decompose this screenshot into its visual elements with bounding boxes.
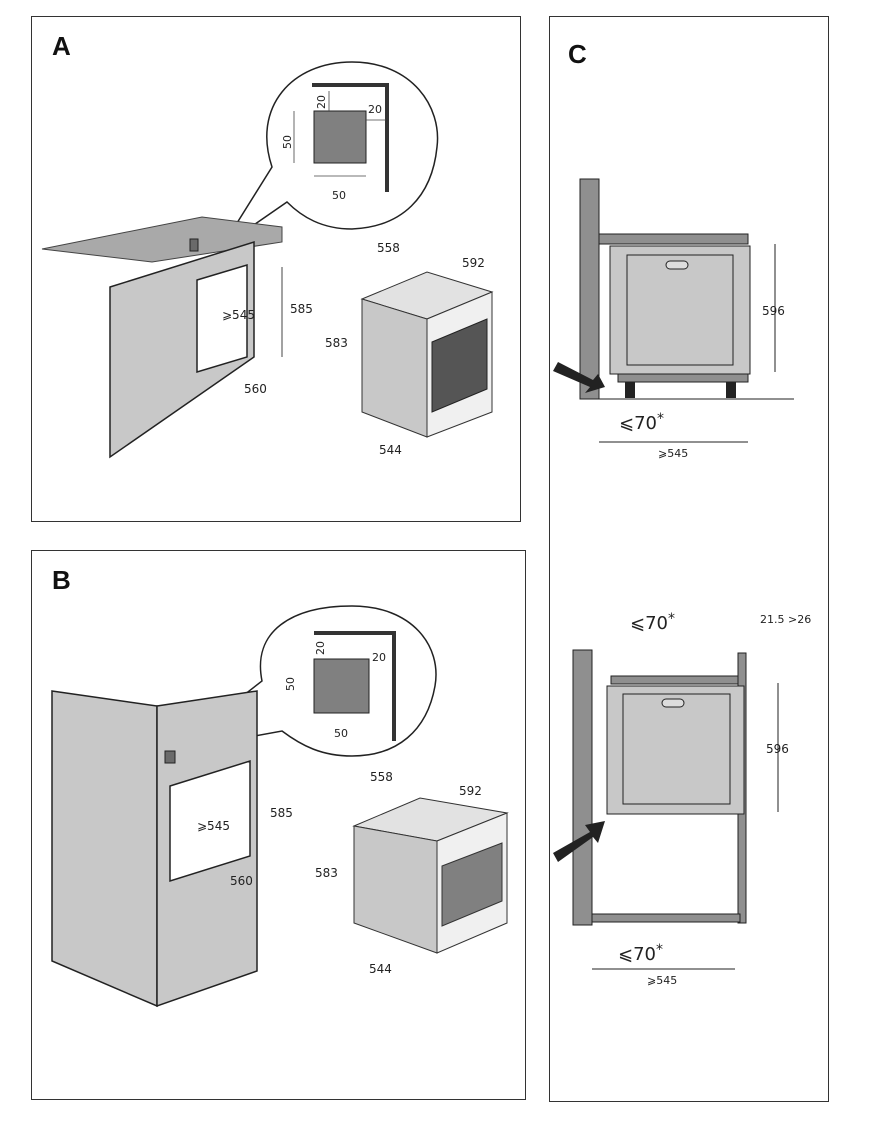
bottom-height: 596 <box>766 742 789 756</box>
oven-height: 583 <box>325 336 348 350</box>
wall <box>579 178 600 400</box>
arrow-icon <box>553 362 605 393</box>
oven-width: 592 <box>459 784 482 798</box>
detail-top-gap: 20 <box>315 95 328 109</box>
detail-hole-height: 50 <box>281 135 294 149</box>
detail-hole-height: 50 <box>284 677 297 691</box>
oven-depth: 558 <box>370 770 393 784</box>
cabinet-opening <box>169 759 251 883</box>
countertop-vent <box>189 238 199 252</box>
oven-window <box>431 318 488 413</box>
oven-foot <box>625 382 635 398</box>
oven-base <box>617 373 749 383</box>
cabinet-shelf <box>610 675 739 685</box>
cabinet-base <box>591 913 741 923</box>
cabinet-opening-depth: ⩾545 <box>222 308 255 322</box>
panel-a: A 20 20 50 50 ⩾545 585 560 558 592 583 5… <box>31 16 521 522</box>
detail-side-gap: 20 <box>368 103 382 116</box>
oven-side <box>361 298 428 438</box>
detail-corner <box>314 631 396 741</box>
cabinet-opening-width: 560 <box>230 874 253 888</box>
top-gap: ⩽70* <box>619 411 664 434</box>
vent-hole <box>313 110 367 164</box>
panel-a-label: A <box>52 31 71 61</box>
cabinet-vent <box>164 750 176 764</box>
panel-b-drawing: 20 20 50 50 ⩾545 585 560 558 592 583 544 <box>51 605 509 1008</box>
detail-hole-width: 50 <box>334 727 348 740</box>
vent-hole <box>313 658 370 714</box>
oven-handle <box>665 260 689 270</box>
detail-top-gap: 20 <box>314 641 327 655</box>
detail-side-gap: 20 <box>372 651 386 664</box>
countertop <box>41 216 283 263</box>
cabinet-left-side <box>51 690 158 1008</box>
oven-handle <box>661 698 685 708</box>
bottom-depth: ⩾545 <box>647 974 677 987</box>
oven-side <box>353 825 438 954</box>
panel-a-drawing: 20 20 50 50 ⩾545 585 560 558 592 583 544 <box>41 61 494 459</box>
top-depth: ⩾545 <box>658 447 688 460</box>
oven-width: 592 <box>462 256 485 270</box>
bottom-gap: ⩽70* <box>618 942 663 965</box>
oven-window <box>441 842 503 927</box>
cabinet-opening-height: 585 <box>270 806 293 820</box>
bottom-frame: 21.5 >26 <box>760 613 811 626</box>
panel-c-drawing: 596 ⩽70* ⩾545 ⩽70* 21.5 >26 596 ⩽70* ⩾54… <box>553 178 811 987</box>
bottom-top-gap: ⩽70* <box>630 611 675 634</box>
oven-body-width: 544 <box>369 962 392 976</box>
cabinet-opening-depth: ⩾545 <box>197 819 230 833</box>
cabinet-opening-height: 585 <box>290 302 313 316</box>
top-height: 596 <box>762 304 785 318</box>
oven-door <box>626 254 734 366</box>
oven-height: 583 <box>315 866 338 880</box>
arrow-icon <box>553 821 605 862</box>
oven-door <box>622 693 731 805</box>
panel-c-label: C <box>568 39 587 69</box>
cabinet-opening-width: 560 <box>244 382 267 396</box>
panel-b-label: B <box>52 565 71 595</box>
countertop <box>598 233 749 245</box>
panel-b: B 20 20 50 50 ⩾545 585 560 558 592 583 5… <box>31 550 526 1100</box>
wall <box>572 649 593 926</box>
detail-corner <box>312 83 389 192</box>
oven-foot <box>726 382 736 398</box>
cabinet-opening <box>196 263 248 374</box>
oven-depth: 558 <box>377 241 400 255</box>
oven-body-width: 544 <box>379 443 402 457</box>
detail-hole-width: 50 <box>332 189 346 202</box>
panel-c: C 596 ⩽70* ⩾545 ⩽70* 21.5 >26 596 ⩽70* ⩾… <box>549 16 829 1102</box>
